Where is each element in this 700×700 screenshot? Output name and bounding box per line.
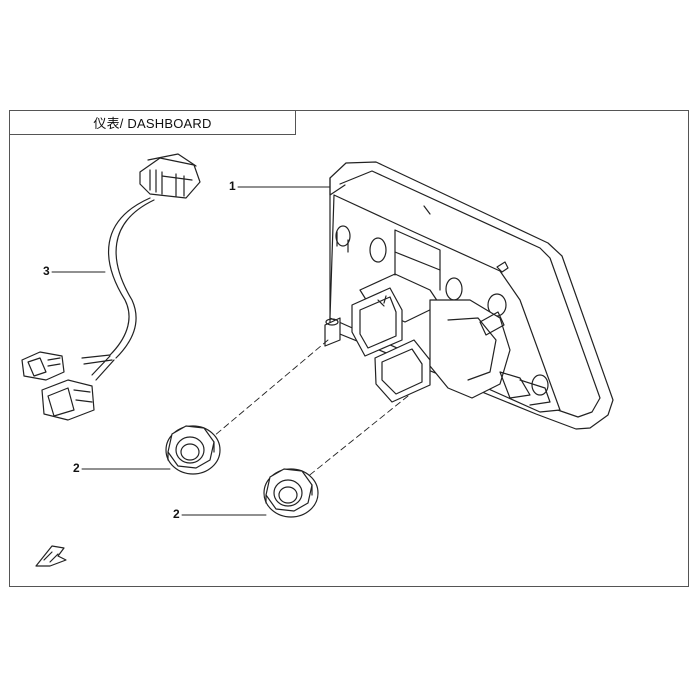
callout-3: 3 — [43, 264, 50, 278]
callout-2-upper: 2 — [73, 461, 80, 475]
title-box: 仪表/ DASHBOARD — [9, 110, 296, 135]
wire-harness — [21, 153, 201, 421]
callout-2-lower: 2 — [173, 507, 180, 521]
alignment-lines — [213, 339, 409, 479]
diagram-title: 仪表/ DASHBOARD — [93, 116, 212, 131]
leader-lines — [51, 186, 331, 516]
front-arrow-icon — [35, 545, 67, 567]
flange-nut-lower — [263, 468, 319, 518]
dashboard-assembly — [324, 161, 614, 430]
diagram-frame — [9, 110, 689, 587]
callout-1: 1 — [229, 179, 236, 193]
flange-nut-upper — [165, 425, 221, 475]
